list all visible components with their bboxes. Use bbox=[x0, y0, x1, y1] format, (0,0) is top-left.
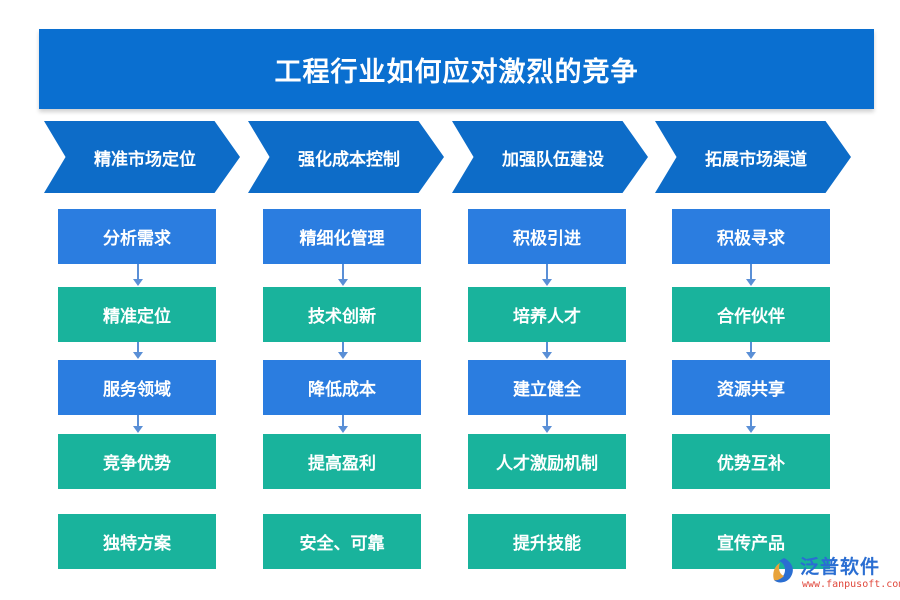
arrow-down bbox=[746, 415, 756, 433]
column-header-label: 强化成本控制 bbox=[298, 149, 400, 170]
step-box: 宣传产品 bbox=[672, 514, 830, 569]
arrow-down bbox=[542, 342, 552, 359]
step-box: 分析需求 bbox=[58, 209, 216, 264]
step-box: 服务领域 bbox=[58, 360, 216, 415]
step-box: 积极寻求 bbox=[672, 209, 830, 264]
arrow-down bbox=[746, 342, 756, 359]
diagram-title: 工程行业如何应对激烈的竞争 bbox=[274, 56, 639, 88]
arrow-down bbox=[133, 415, 143, 433]
column-header-1: 精准市场定位 bbox=[44, 121, 240, 193]
arrow-down bbox=[133, 342, 143, 359]
column-header-4: 拓展市场渠道 bbox=[655, 121, 851, 193]
step-box: 提高盈利 bbox=[263, 434, 421, 489]
logo-url: www.fanpusoft.com bbox=[802, 579, 900, 590]
arrow-down bbox=[542, 415, 552, 433]
column-header-3: 加强队伍建设 bbox=[452, 121, 648, 193]
step-box: 培养人才 bbox=[468, 287, 626, 342]
step-box: 积极引进 bbox=[468, 209, 626, 264]
step-box: 资源共享 bbox=[672, 360, 830, 415]
step-box: 精准定位 bbox=[58, 287, 216, 342]
title-banner: 工程行业如何应对激烈的竞争 bbox=[39, 29, 874, 109]
step-box: 技术创新 bbox=[263, 287, 421, 342]
arrow-down bbox=[542, 264, 552, 286]
step-box: 降低成本 bbox=[263, 360, 421, 415]
column-header-label: 拓展市场渠道 bbox=[705, 149, 807, 170]
brand-logo: 泛普软件 www.fanpusoft.com bbox=[770, 552, 900, 594]
step-box: 安全、可靠 bbox=[263, 514, 421, 569]
logo-mark-icon bbox=[773, 558, 793, 583]
step-box: 精细化管理 bbox=[263, 209, 421, 264]
step-box: 提升技能 bbox=[468, 514, 626, 569]
column-header-label: 精准市场定位 bbox=[94, 149, 196, 170]
step-box: 建立健全 bbox=[468, 360, 626, 415]
logo-name: 泛普软件 bbox=[800, 556, 881, 578]
arrow-down bbox=[338, 342, 348, 359]
column-header-label: 加强队伍建设 bbox=[502, 149, 604, 170]
arrow-down bbox=[338, 415, 348, 433]
step-box: 独特方案 bbox=[58, 514, 216, 569]
column-header-2: 强化成本控制 bbox=[248, 121, 444, 193]
arrow-down bbox=[133, 264, 143, 286]
step-box: 合作伙伴 bbox=[672, 287, 830, 342]
step-box: 竞争优势 bbox=[58, 434, 216, 489]
arrow-down bbox=[746, 264, 756, 286]
arrow-down bbox=[338, 264, 348, 286]
step-box: 优势互补 bbox=[672, 434, 830, 489]
step-box: 人才激励机制 bbox=[468, 434, 626, 489]
